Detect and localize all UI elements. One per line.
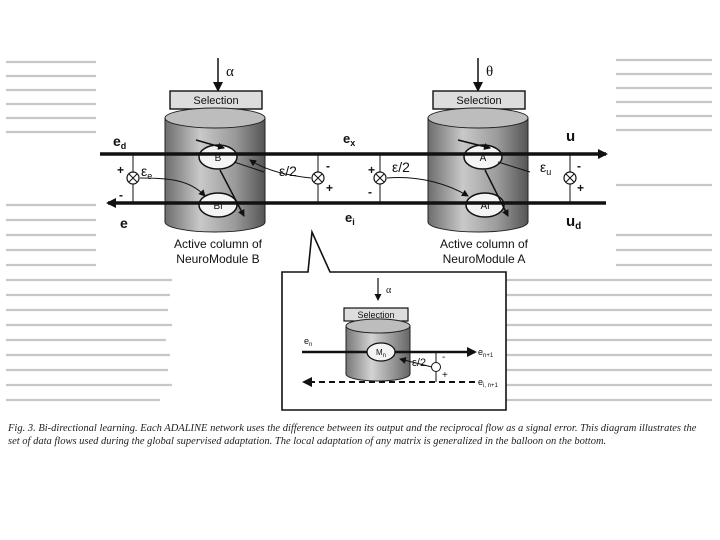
sign-minus: - — [442, 352, 445, 363]
sign-minus: - — [119, 188, 123, 202]
node-bi — [198, 192, 238, 218]
balloon-node-label: Mn — [376, 348, 386, 359]
node-a — [463, 144, 503, 170]
alpha-label: α — [226, 64, 234, 80]
balloon-eps-half: ε/2 — [412, 357, 426, 369]
node-a-label: A — [480, 153, 487, 164]
eps-half-b: ε/2 — [279, 163, 297, 179]
sign-minus: - — [326, 159, 330, 173]
sign-plus: + — [577, 181, 584, 195]
selection-label-b: Selection — [193, 95, 238, 107]
node-bi-label: Bi — [214, 201, 223, 212]
balloon-output-ein1: ei, n+1 — [478, 377, 499, 389]
balloon: α Selection Mn ε/2 - + en en+1 ei, n+1 — [281, 228, 507, 411]
balloon-node — [366, 342, 396, 362]
balloon-output-en1: en+1 — [478, 347, 494, 359]
signal-ex: ex — [343, 131, 355, 148]
signal-u: u — [566, 128, 575, 145]
caption-a-line1: Active column of — [440, 237, 529, 251]
eps-u: εu — [540, 159, 551, 177]
signal-flows — [100, 139, 608, 217]
balloon-input-en: en — [304, 336, 312, 348]
node-ai-label: Ai — [481, 201, 490, 212]
sign-minus: - — [368, 185, 372, 199]
balloon-alpha: α — [386, 285, 392, 296]
theta-label: θ — [486, 64, 493, 80]
balloon-selection-label: Selection — [357, 310, 394, 320]
sign-minus: - — [577, 159, 581, 173]
signal-ed: ed — [113, 133, 126, 151]
sign-plus: + — [368, 163, 375, 177]
caption-b-line2: NeuroModule B — [176, 252, 259, 266]
caption-b-line1: Active column of — [174, 237, 263, 251]
eps-half-a: ε/2 — [392, 159, 410, 175]
signal-e: e — [120, 215, 128, 231]
caption-a-line2: NeuroModule A — [443, 252, 526, 266]
node-b-label: B — [215, 153, 222, 164]
signal-ei: ei — [345, 210, 355, 227]
signal-ud: ud — [566, 213, 581, 232]
sign-plus: + — [442, 370, 448, 381]
figure-caption: Fig. 3. Bi-directional learning. Each AD… — [8, 423, 697, 447]
eps-e: εe — [141, 163, 152, 181]
sign-plus: + — [326, 181, 333, 195]
sign-plus: + — [117, 163, 124, 177]
selection-label-a: Selection — [456, 95, 501, 107]
node-ai — [465, 192, 505, 218]
